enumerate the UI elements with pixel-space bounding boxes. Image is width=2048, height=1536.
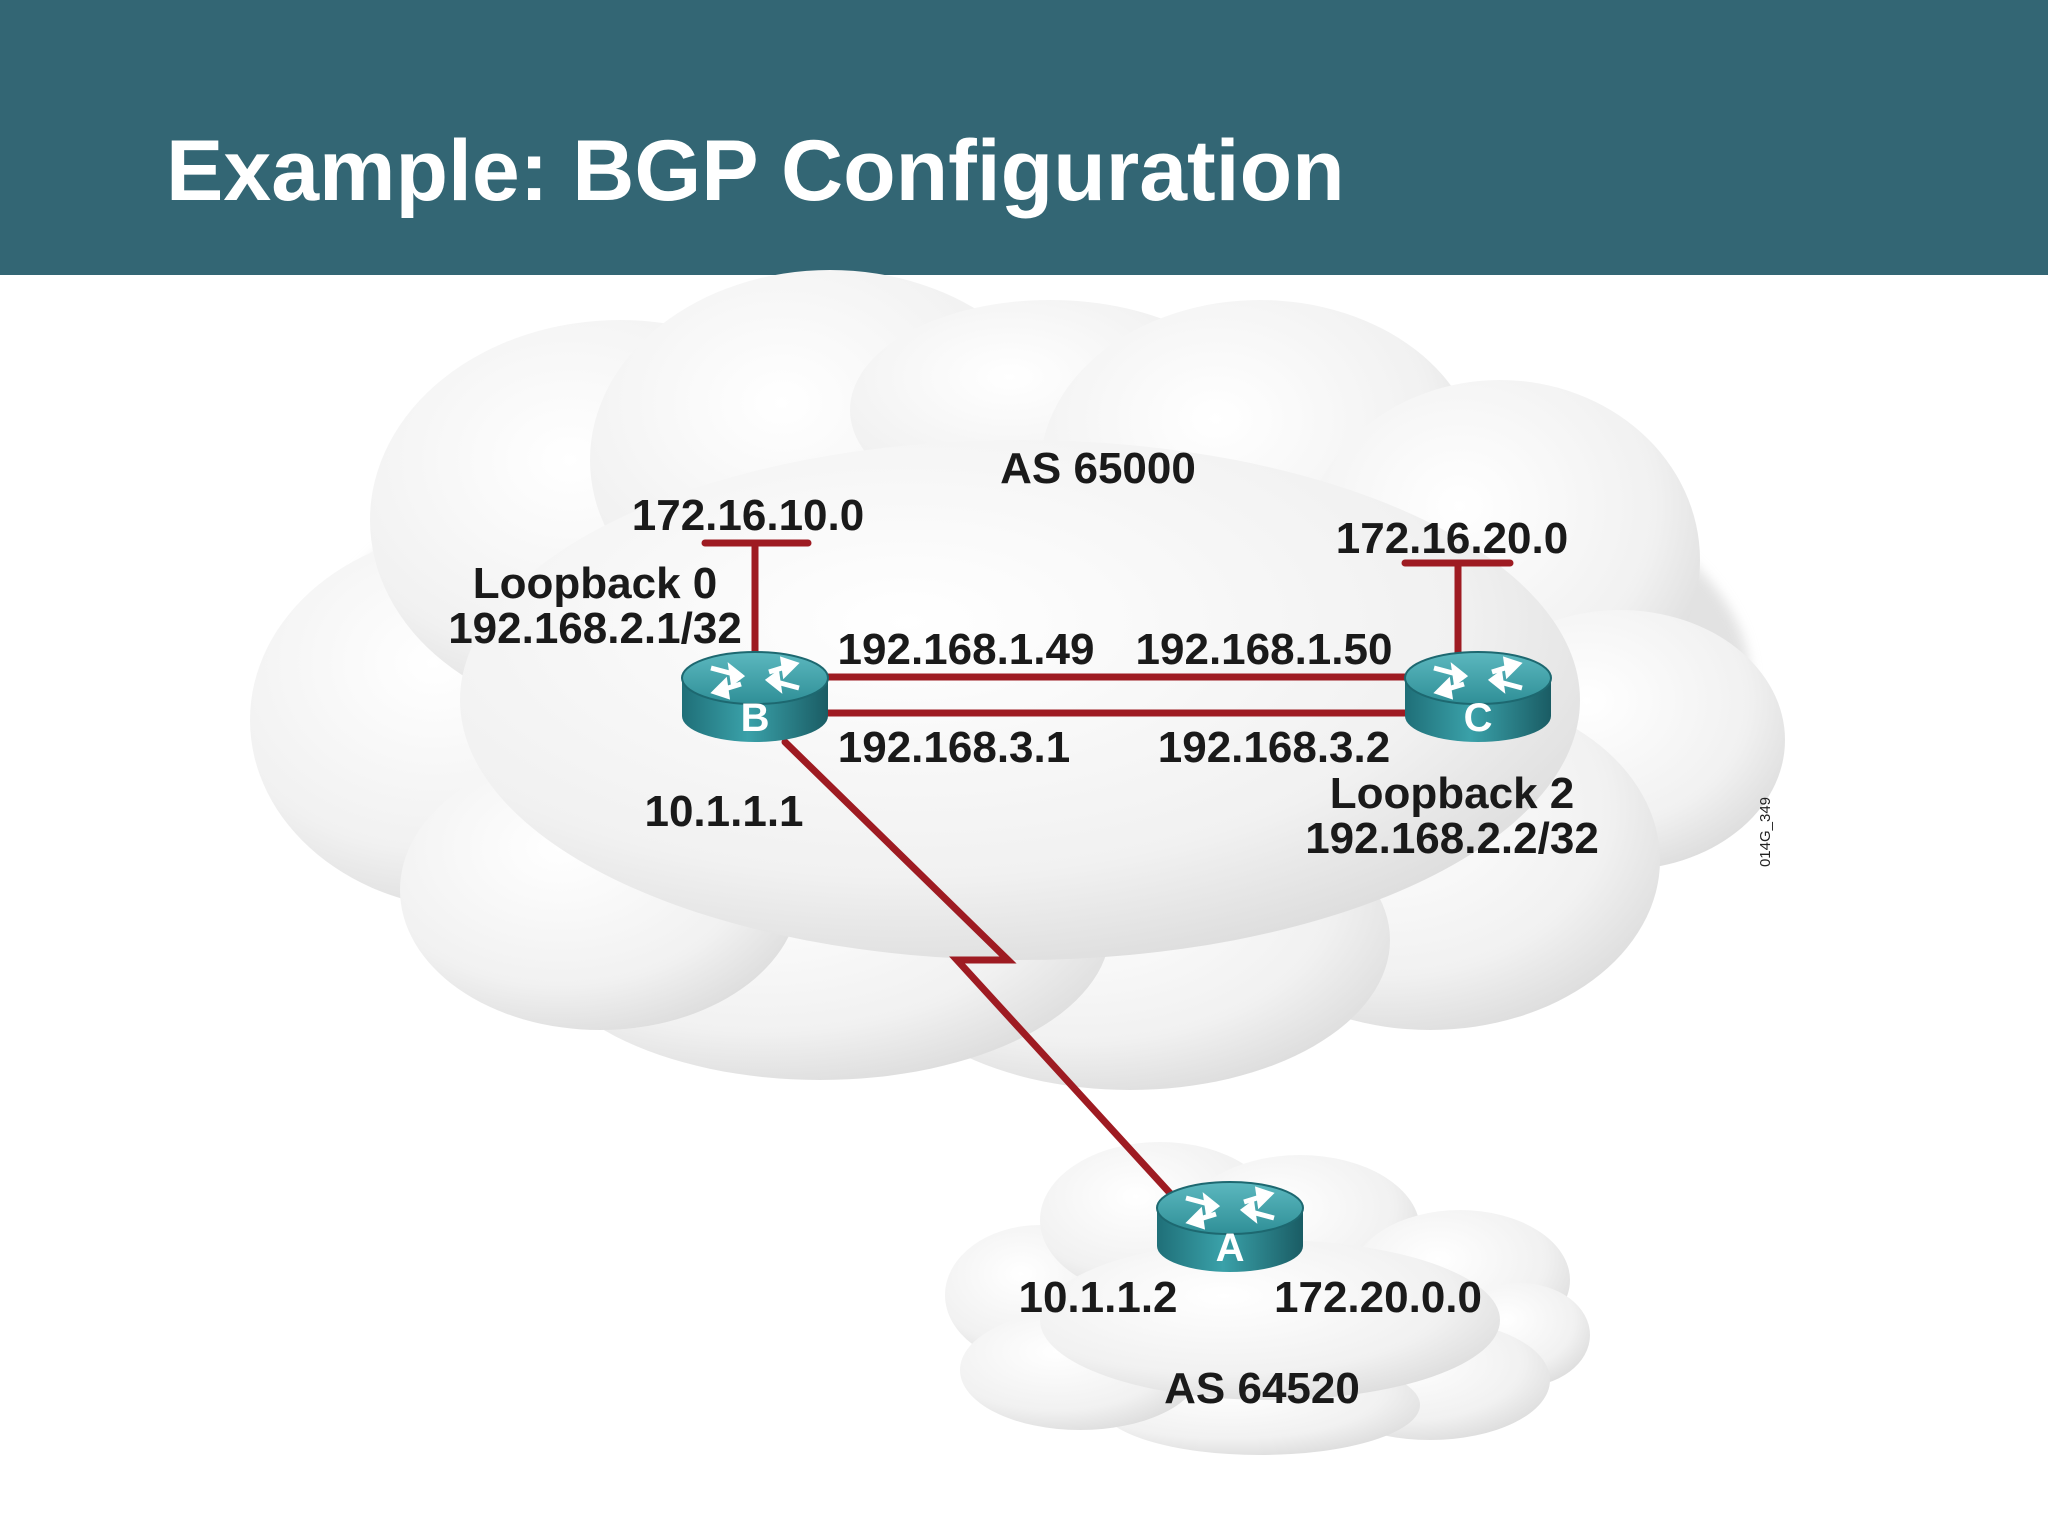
router-c-label: C [1464, 696, 1493, 740]
loopback-c-name: Loopback 2 [1330, 769, 1575, 818]
links [701, 539, 1514, 1219]
as65000-label: AS 65000 [1000, 444, 1196, 493]
figure-id: 014G_349 [1757, 797, 1774, 867]
loopback-b-address: 192.168.2.1/32 [448, 604, 742, 653]
network-c-stub-label: 172.16.20.0 [1336, 514, 1568, 563]
interface-b-serial: 10.1.1.1 [644, 787, 803, 836]
interface-c-link1: 192.168.1.50 [1136, 625, 1393, 674]
loopback-c-address: 192.168.2.2/32 [1305, 814, 1599, 863]
interface-a-serial: 10.1.1.2 [1018, 1273, 1177, 1322]
router-a[interactable]: A [1157, 1182, 1303, 1272]
slide-title: Example: BGP Configuration [166, 123, 1345, 219]
interface-b-link2: 192.168.3.1 [838, 723, 1070, 772]
title-bar [0, 0, 2048, 275]
router-a-label: A [1216, 1226, 1245, 1270]
router-c[interactable]: C [1405, 652, 1551, 742]
router-b-label: B [741, 696, 770, 740]
as64520-label: AS 64520 [1164, 1364, 1360, 1413]
loopback-b-name: Loopback 0 [473, 559, 718, 608]
network-a-label: 172.20.0.0 [1274, 1273, 1482, 1322]
interface-b-link1: 192.168.1.49 [838, 625, 1095, 674]
router-b[interactable]: B [682, 652, 828, 742]
network-b-stub-label: 172.16.10.0 [632, 491, 864, 540]
link-b-a-serial [781, 738, 1194, 1219]
interface-c-link2: 192.168.3.2 [1158, 723, 1390, 772]
